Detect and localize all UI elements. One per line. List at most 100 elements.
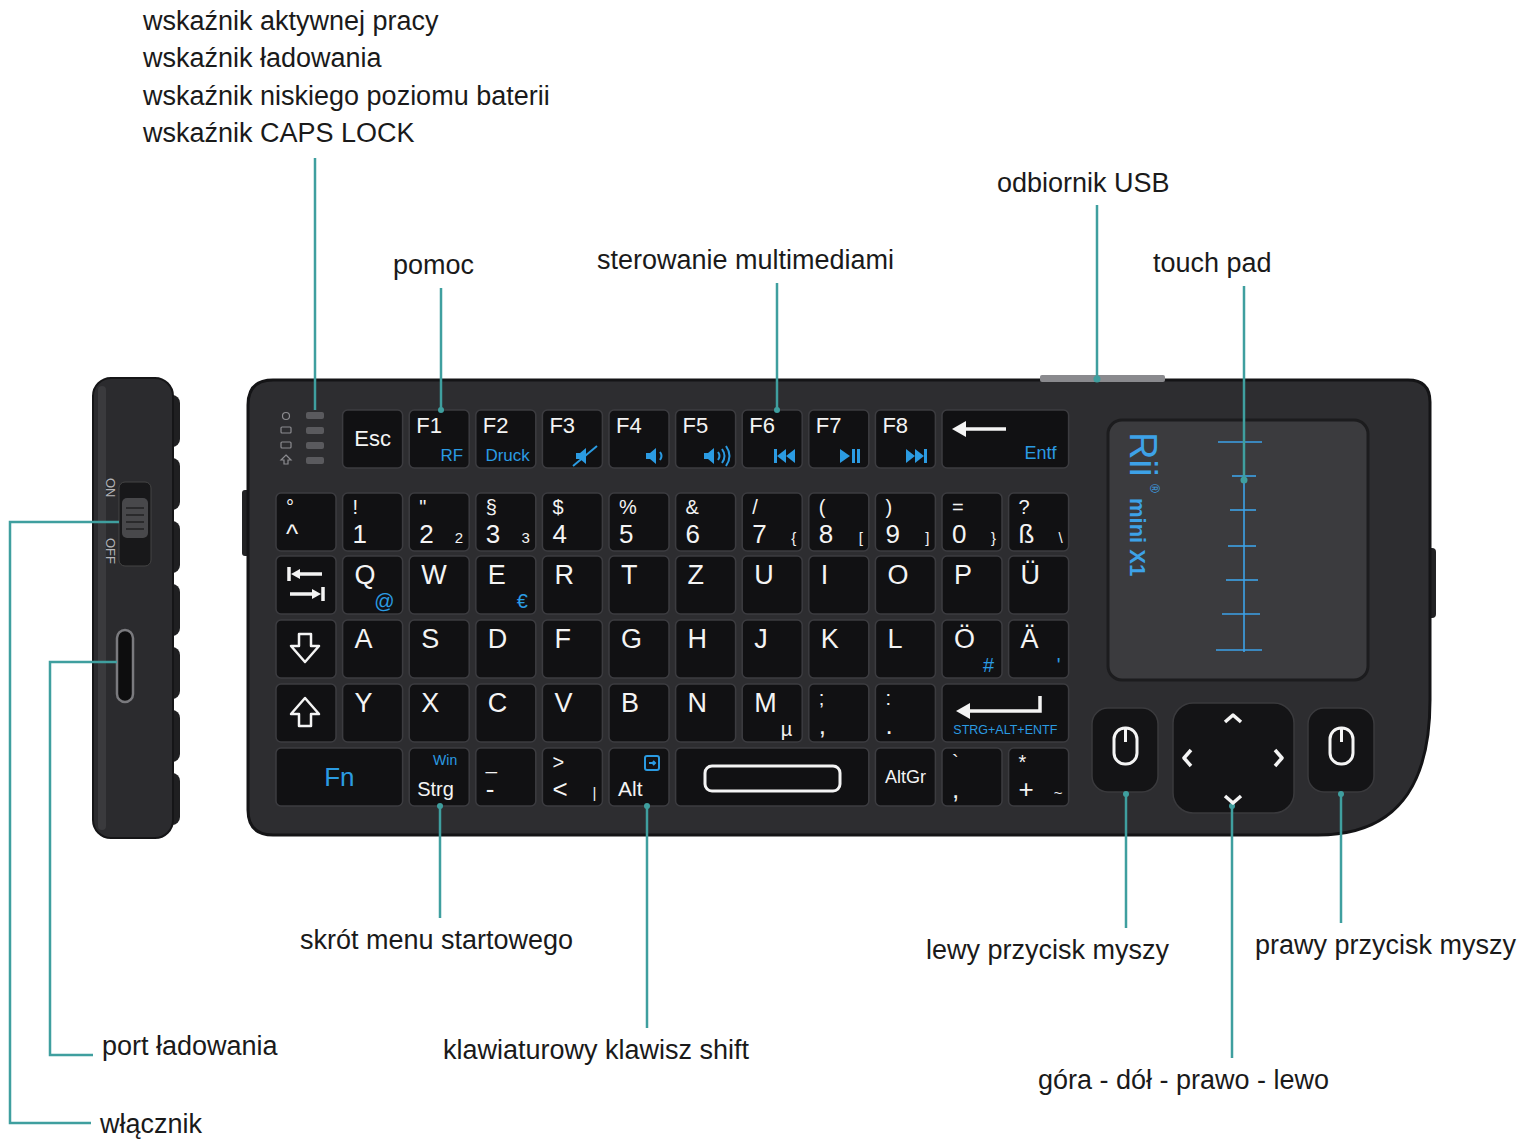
key-legend: ^ xyxy=(286,521,298,547)
key-legend: D xyxy=(488,626,508,653)
key-body xyxy=(542,556,602,614)
key-legend: B xyxy=(621,690,639,717)
key-body xyxy=(809,620,869,678)
key-legend: O xyxy=(887,562,908,589)
switch-marking: OFF xyxy=(104,538,117,564)
key-body xyxy=(742,556,802,614)
key-legend: 0 xyxy=(952,521,966,547)
key-legend: Q xyxy=(355,562,376,589)
key-body xyxy=(276,684,336,742)
key-legend: T xyxy=(621,562,638,589)
key-body xyxy=(343,620,403,678)
key-legend: N xyxy=(688,690,708,717)
key-legend: ? xyxy=(1019,497,1030,517)
usb-receiver xyxy=(1040,375,1165,382)
key-cap: E€ xyxy=(476,556,536,614)
key-cap: (8[ xyxy=(809,493,869,551)
callout-label: wskaźnik aktywnej pracy xyxy=(143,6,439,37)
media-icons xyxy=(576,448,927,464)
callout-label: pomoc xyxy=(393,250,474,281)
key-body xyxy=(742,684,802,742)
key-body xyxy=(875,620,935,678)
key-cap: Mµ xyxy=(742,684,802,742)
key-legend: { xyxy=(791,530,796,545)
key-body xyxy=(875,556,935,614)
key-cap: :. xyxy=(875,684,935,742)
key-cap: G xyxy=(609,620,669,678)
key-cap: ><| xyxy=(542,748,602,806)
key-legend: > xyxy=(552,752,564,772)
key-legend: ! xyxy=(353,497,359,517)
leader-lines xyxy=(10,158,1341,1123)
arrow-heads xyxy=(291,421,970,719)
key-legend: J xyxy=(754,626,768,653)
key-legend: 2 xyxy=(419,521,433,547)
key-cap: Q@ xyxy=(343,556,403,614)
key-body xyxy=(609,748,669,806)
key-cap: P xyxy=(942,556,1002,614)
key-body xyxy=(409,410,469,468)
key-body xyxy=(875,493,935,551)
key-legend: < xyxy=(552,776,567,802)
key-legend: L xyxy=(887,626,902,653)
key-body xyxy=(809,410,869,468)
key-body xyxy=(542,684,602,742)
key-body xyxy=(409,620,469,678)
key-legend: 9 xyxy=(885,521,899,547)
modifier-symbols xyxy=(291,634,1353,803)
key-body xyxy=(875,748,935,806)
switch-marking: ON xyxy=(104,478,117,498)
key-cap: H xyxy=(676,620,736,678)
key-body xyxy=(409,556,469,614)
key-legend: ° xyxy=(286,497,294,517)
key-cap: Entf xyxy=(942,410,1069,468)
key-cap: AltGr xyxy=(875,748,935,806)
callout-label: wskaźnik ładowania xyxy=(143,43,382,74)
key-body xyxy=(343,556,403,614)
key-body xyxy=(676,684,736,742)
key-cap: Z xyxy=(676,556,736,614)
key-body xyxy=(409,684,469,742)
callout-label: prawy przycisk myszy xyxy=(1255,930,1516,961)
key-body xyxy=(809,684,869,742)
key-body xyxy=(276,556,336,614)
usb-c-port xyxy=(117,630,133,702)
key-cap: A xyxy=(343,620,403,678)
key-body xyxy=(343,410,403,468)
key-legend: X xyxy=(421,690,439,717)
key-legend: STRG+ALT+ENTF xyxy=(942,724,1069,737)
key-cap: F8 xyxy=(875,410,935,468)
key-legend: / xyxy=(752,497,758,517)
key-cap: Ä' xyxy=(1009,620,1069,678)
key-body xyxy=(742,410,802,468)
key-body xyxy=(942,684,1069,742)
key-legend: \ xyxy=(1058,530,1062,545)
key-legend: 2 xyxy=(455,530,463,545)
key-bodies xyxy=(276,410,1069,806)
key-symbols xyxy=(289,429,1040,711)
key-body xyxy=(542,748,602,806)
key-legend: 3 xyxy=(521,530,529,545)
key-cap: F1RF xyxy=(409,410,469,468)
brand-logo: ® xyxy=(1148,484,1160,493)
key-legend: RF xyxy=(441,447,464,464)
key-body xyxy=(676,620,736,678)
key-body xyxy=(409,748,469,806)
key-legend: S xyxy=(421,626,439,653)
key-cap: Ö# xyxy=(942,620,1002,678)
callout-label: wskaźnik CAPS LOCK xyxy=(143,118,415,149)
key-legend: = xyxy=(952,497,964,517)
key-legend: R xyxy=(554,562,574,589)
key-legend: AltGr xyxy=(875,768,935,786)
key-legend: C xyxy=(488,690,508,717)
leader-dots xyxy=(437,376,1344,810)
model-name: mini X1 xyxy=(1126,498,1148,576)
key-legend: : xyxy=(885,688,891,708)
key-cap: &6 xyxy=(676,493,736,551)
key-legend: € xyxy=(517,591,528,611)
key-legend: Ö xyxy=(954,626,975,653)
key-legend: , xyxy=(952,776,959,802)
key-body xyxy=(942,620,1002,678)
key-cap: O xyxy=(875,556,935,614)
key-body xyxy=(343,493,403,551)
